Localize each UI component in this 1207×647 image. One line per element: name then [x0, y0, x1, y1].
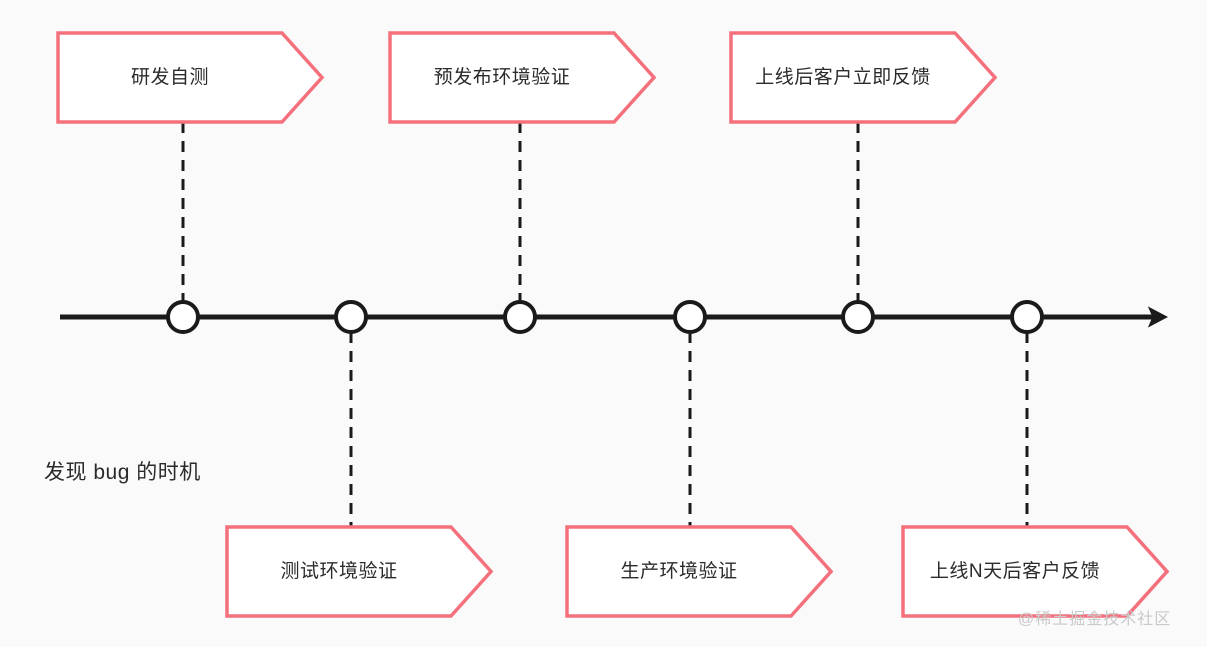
banner-test-env-verification-label: 测试环境验证 — [280, 560, 398, 582]
timeline-marker-marker-2[interactable] — [334, 300, 368, 334]
banner-test-env-verification-shape[interactable] — [225, 525, 494, 618]
banner-prerelease-env-verification-shape[interactable] — [388, 31, 657, 124]
timeline-arrow-icon — [1147, 306, 1168, 328]
timeline-marker-marker-1[interactable] — [166, 300, 200, 334]
banner-research-self-test-shape[interactable] — [56, 31, 325, 124]
banner-post-launch-immediate-feedback-shape[interactable] — [729, 31, 998, 124]
timeline-marker-marker-3[interactable] — [503, 300, 537, 334]
timeline-marker-marker-6[interactable] — [1010, 300, 1044, 334]
banner-post-launch-immediate-feedback-label: 上线后客户立即反馈 — [755, 66, 931, 88]
banner-post-launch-n-days-feedback-label: 上线N天后客户反馈 — [929, 560, 1101, 582]
banner-research-self-test-label: 研发自测 — [130, 66, 209, 88]
watermark: @稀土掘金技术社区 — [1018, 611, 1172, 628]
axis-caption: 发现 bug 的时机 — [44, 461, 201, 484]
banner-prerelease-env-verification-label: 预发布环境验证 — [433, 66, 571, 88]
timeline-marker-marker-5[interactable] — [841, 300, 875, 334]
timeline-marker-marker-4[interactable] — [673, 300, 707, 334]
banner-production-env-verification-label: 生产环境验证 — [620, 560, 738, 582]
banner-post-launch-n-days-feedback-shape[interactable] — [901, 525, 1170, 618]
banner-production-env-verification-shape[interactable] — [565, 525, 834, 618]
